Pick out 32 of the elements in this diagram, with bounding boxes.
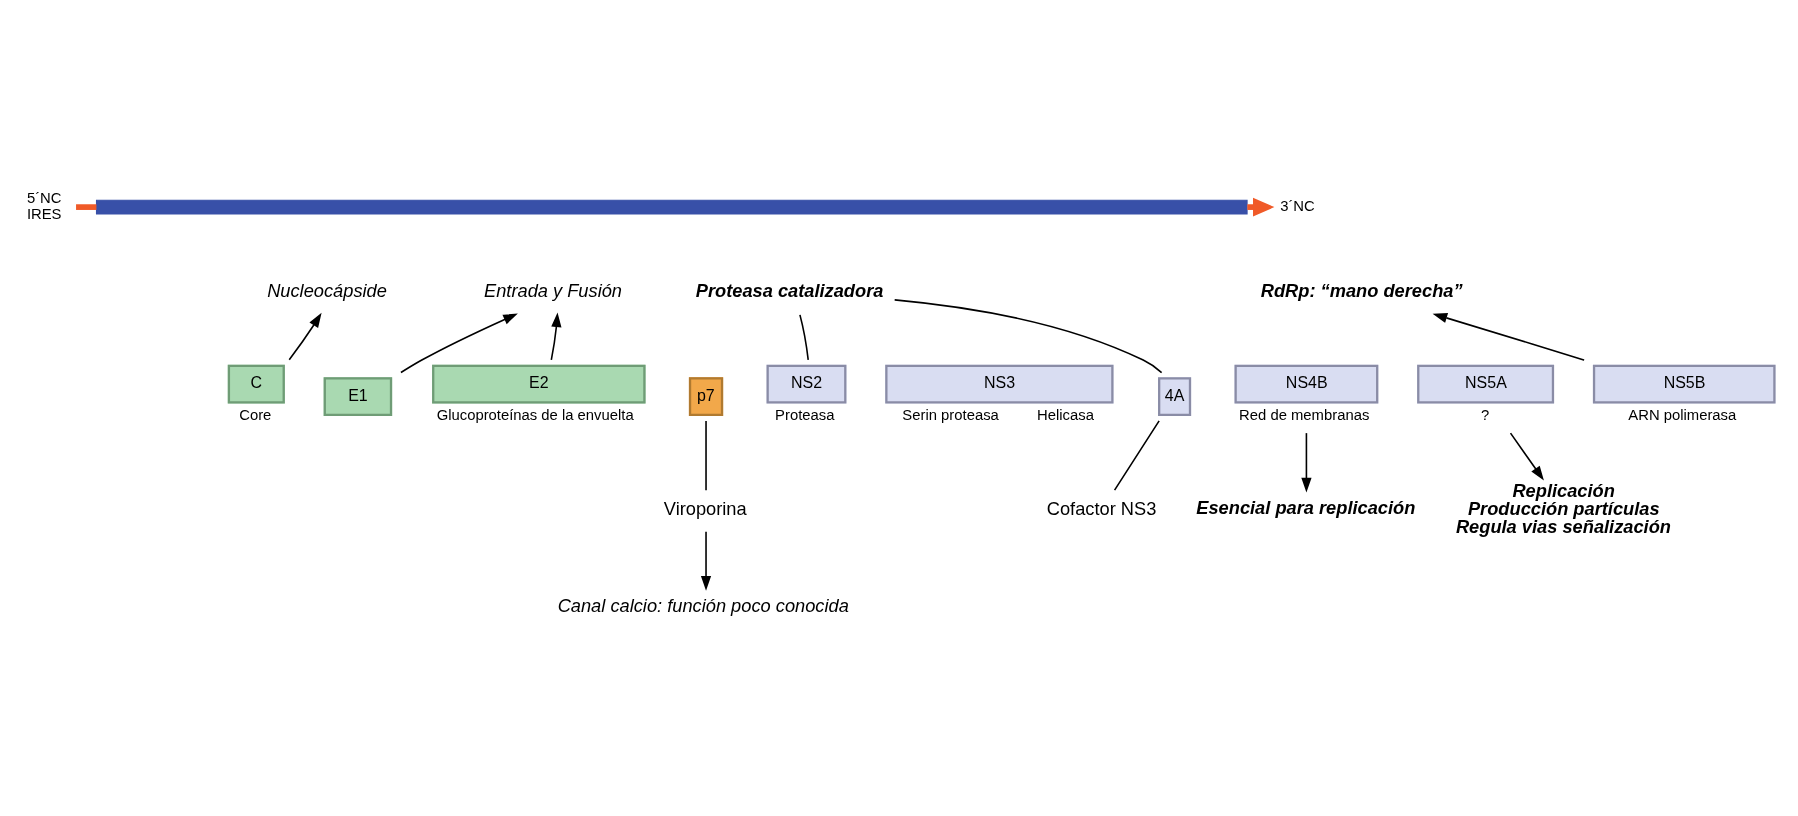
arrow xyxy=(399,313,518,374)
node-label: ? xyxy=(1480,406,1489,423)
node-label: Core xyxy=(238,406,271,423)
node-label: ARN polimerasa xyxy=(1627,406,1736,423)
node-text: Entrada y Fusión xyxy=(483,280,622,302)
node-text: Viroporina xyxy=(663,498,747,520)
node-bar xyxy=(95,199,1248,215)
node-text: Proteasa catalizadora xyxy=(695,280,883,302)
node-text: RdRp: “mano derecha” xyxy=(1260,280,1463,302)
connector xyxy=(893,299,1162,374)
arrow xyxy=(1432,313,1585,361)
arrow xyxy=(550,312,561,361)
node-text: 3´NC xyxy=(1279,197,1315,214)
connector xyxy=(1113,420,1160,491)
node-text: Replicación Producción partículas Regula vias señalización xyxy=(1455,479,1671,538)
arrow xyxy=(700,530,711,591)
node-text: Nucleocápside xyxy=(266,280,387,302)
connector xyxy=(75,204,96,210)
node-text: Esencial para replicación xyxy=(1195,496,1415,518)
node-label: Helicasa xyxy=(1036,406,1094,423)
node-label: Glucoproteínas de la envuelta xyxy=(436,406,634,423)
node-text: Cofactor NS3 xyxy=(1046,498,1156,520)
connector xyxy=(798,314,809,361)
arrow xyxy=(1509,432,1544,481)
arrow xyxy=(1300,432,1312,493)
connector xyxy=(704,420,707,491)
node-text: Canal calcio: función poco conocida xyxy=(557,595,849,617)
node-label: Serin proteasa xyxy=(901,406,999,423)
node-label: Proteasa xyxy=(774,406,834,423)
node-label: Red de membranas xyxy=(1238,406,1369,423)
arrow xyxy=(287,312,322,361)
node-text: 5´NC IRES xyxy=(26,190,61,222)
